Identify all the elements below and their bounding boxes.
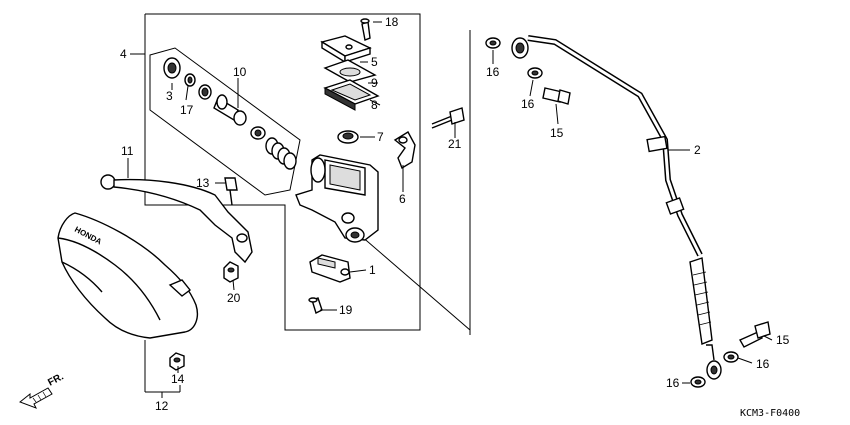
callout-19: 19	[339, 303, 353, 317]
callout-1: 1	[369, 263, 376, 277]
brake-lever	[100, 174, 253, 264]
callout-3: 3	[166, 89, 173, 103]
callout-labels: 4 3 17 10 18 5 9 8 7 6 21 1 19 13 20 11 …	[120, 15, 790, 413]
sealing-washers	[485, 37, 739, 388]
callout-4: 4	[120, 47, 127, 61]
callout-13: 13	[196, 176, 210, 190]
mounting-bolt	[431, 107, 465, 129]
stop-switch	[309, 254, 351, 283]
piston-kit	[163, 57, 297, 170]
callout-15-upper: 15	[550, 126, 564, 140]
callout-10: 10	[233, 65, 247, 79]
callout-12: 12	[155, 399, 169, 413]
front-direction-arrow: FR.	[19, 371, 66, 409]
diagram-code: KCM3-F0400	[740, 408, 800, 419]
callout-16-right: 16	[756, 357, 770, 371]
lever-pivot-nut	[223, 261, 239, 283]
brake-hose	[511, 35, 722, 380]
callout-5: 5	[371, 55, 378, 69]
callout-6: 6	[399, 192, 406, 206]
callout-20: 20	[227, 291, 241, 305]
oil-bolts	[542, 87, 771, 348]
reservoir-seal	[337, 130, 359, 144]
guard-nut	[169, 352, 185, 371]
callout-16-mid: 16	[521, 97, 535, 111]
lever-holder	[393, 131, 416, 170]
callout-15-lower: 15	[776, 333, 790, 347]
knuckle-guard: HONDA	[57, 212, 199, 339]
callout-21: 21	[448, 137, 462, 151]
leader-lines	[127, 21, 773, 398]
group-borders	[144, 13, 471, 335]
callout-7: 7	[377, 130, 384, 144]
callout-14: 14	[171, 372, 185, 386]
callout-16-bottom: 16	[666, 376, 680, 390]
front-label: FR.	[46, 371, 66, 388]
callout-18: 18	[385, 15, 399, 29]
callout-11: 11	[121, 144, 134, 158]
callout-17: 17	[180, 103, 194, 117]
reservoir-cap-set	[320, 18, 380, 111]
master-cylinder-body	[295, 154, 379, 243]
lever-pivot-bolt	[224, 177, 238, 206]
callout-9: 9	[371, 76, 378, 90]
callout-8: 8	[371, 98, 378, 112]
callout-2: 2	[694, 143, 701, 157]
callout-16-top: 16	[486, 65, 500, 79]
switch-screw	[308, 297, 323, 314]
